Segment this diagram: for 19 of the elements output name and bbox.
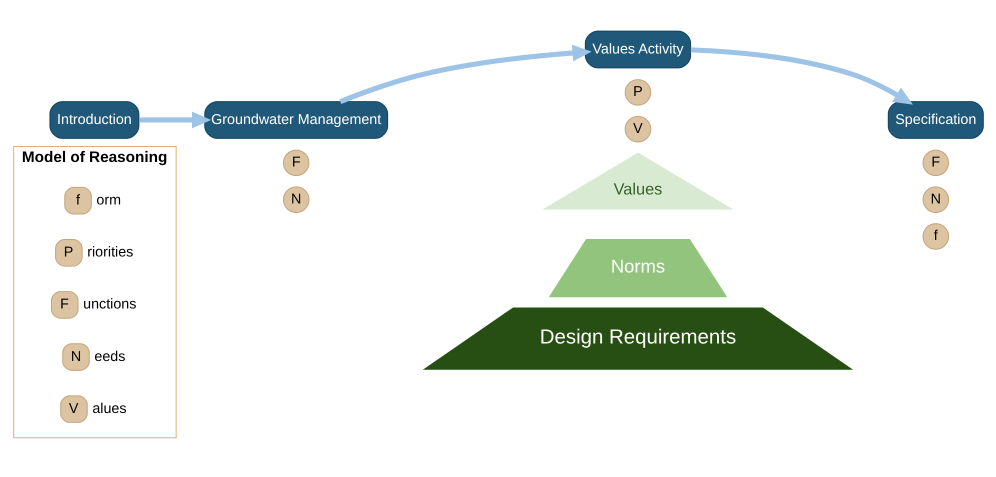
- node-label: orm: [96, 192, 121, 208]
- node-box: Specification: [887, 101, 984, 139]
- arrow: [338, 44, 592, 104]
- node-box: Introduction: [48, 101, 139, 139]
- node-circle: f: [922, 223, 949, 250]
- node-box: Values Activity: [584, 30, 691, 68]
- node-circle: V: [624, 116, 651, 142]
- arrow: [690, 47, 912, 105]
- node-box: Groundwater Management: [204, 101, 388, 139]
- node-label: eeds: [94, 348, 125, 365]
- node-circle: N: [922, 186, 949, 213]
- node-label: alues: [92, 400, 126, 417]
- node-circle: P: [624, 79, 651, 106]
- node-label: riorities: [86, 244, 133, 261]
- node-circle: F: [282, 150, 309, 176]
- node-circle: N: [282, 186, 309, 213]
- node-circle: F: [922, 150, 949, 176]
- arrow: [138, 112, 211, 128]
- node-label: unctions: [82, 296, 136, 313]
